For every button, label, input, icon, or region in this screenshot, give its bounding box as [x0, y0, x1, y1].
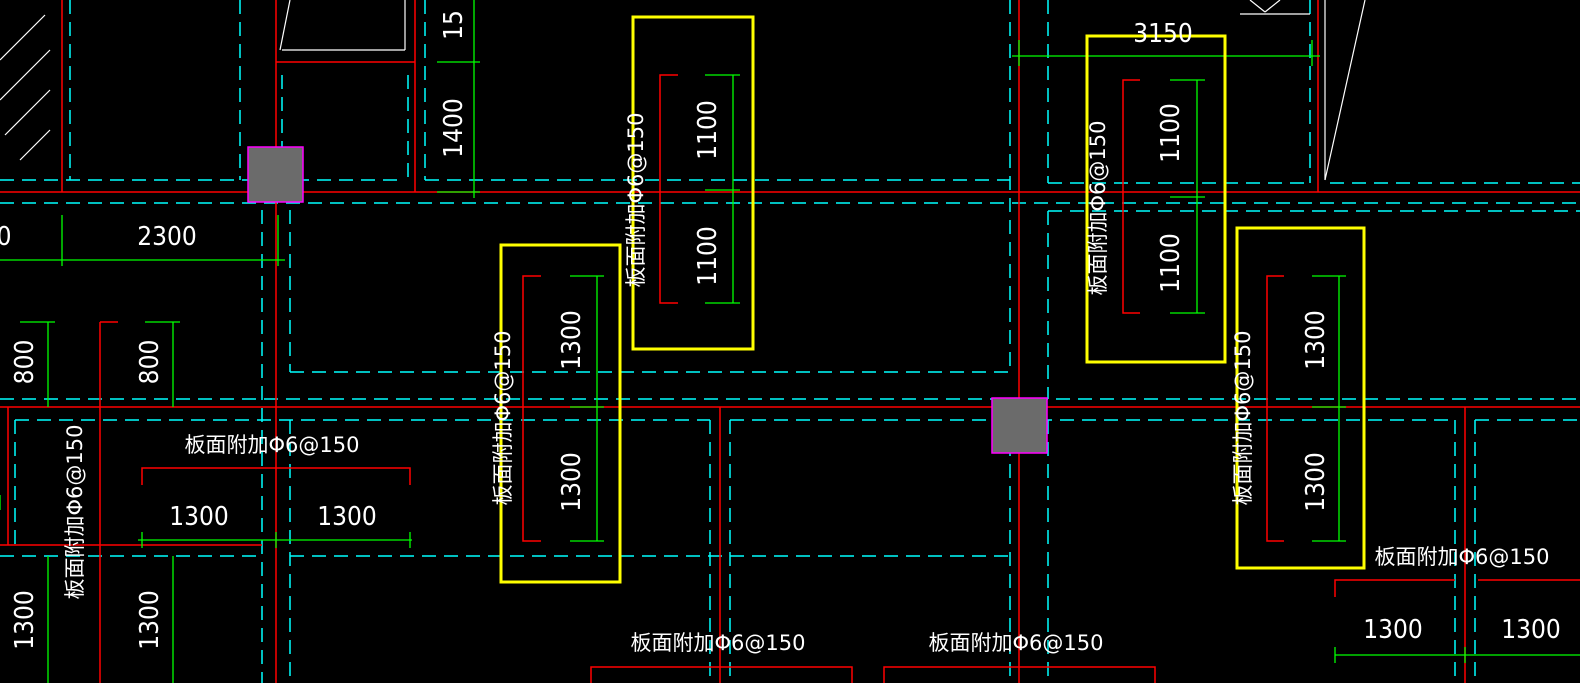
- rebar-note: 板面附加Φ6@150: [1231, 331, 1255, 506]
- rebar-note: 板面附加Φ6@150: [1375, 545, 1550, 569]
- dim-text: 1300: [317, 502, 377, 532]
- rebar-notes: 板面附加Φ6@150 板面附加Φ6@150 板面附加Φ6@150 板面附加Φ6@…: [63, 113, 1549, 655]
- dim-text: 15: [439, 10, 469, 40]
- dim-text: 1100: [693, 226, 723, 286]
- dim-text: 3150: [1133, 19, 1193, 49]
- dimension-texts: 15 1400 2300 0 3150 1100 1100 1100 1100 …: [0, 10, 1561, 650]
- dim-text: 1300: [557, 310, 587, 370]
- rebar-note: 板面附加Φ6@150: [63, 425, 87, 600]
- column-left: [247, 146, 304, 203]
- dim-text: 1300: [1363, 615, 1423, 645]
- hatch-lines: [0, 0, 1366, 181]
- dim-text: 1300: [1301, 310, 1331, 370]
- highlight-box-3: [499, 243, 622, 584]
- rebar-note: 板面附加Φ6@150: [1086, 121, 1110, 296]
- dim-text: 1300: [135, 590, 165, 650]
- dim-text: 1400: [439, 98, 469, 158]
- rebar-note: 板面附加Φ6@150: [185, 433, 360, 457]
- rebar-brackets: [141, 74, 1580, 683]
- dim-text: 1100: [693, 100, 723, 160]
- highlight-box-4: [1235, 226, 1366, 570]
- rebar-note: 板面附加Φ6@150: [491, 331, 515, 506]
- dim-text: 800: [10, 340, 40, 385]
- dim-text: 1100: [1156, 103, 1186, 163]
- dim-text: 1300: [1301, 452, 1331, 512]
- column-center: [991, 397, 1048, 454]
- rebar-note: 板面附加Φ6@150: [624, 113, 648, 288]
- dim-text: 0: [0, 222, 11, 252]
- rebar-note: 板面附加Φ6@150: [929, 631, 1104, 655]
- highlight-box-2: [1085, 34, 1227, 364]
- dim-text: 1100: [1156, 233, 1186, 293]
- dim-text: 800: [135, 340, 165, 385]
- highlight-box-1: [631, 15, 755, 351]
- dim-text: 2300: [137, 222, 197, 252]
- highlight-boxes: [499, 15, 1366, 584]
- dim-text: 1300: [557, 452, 587, 512]
- dim-text: 1300: [169, 502, 229, 532]
- dim-text: 1300: [1501, 615, 1561, 645]
- dim-text: 1300: [10, 590, 40, 650]
- rebar-note: 板面附加Φ6@150: [631, 631, 806, 655]
